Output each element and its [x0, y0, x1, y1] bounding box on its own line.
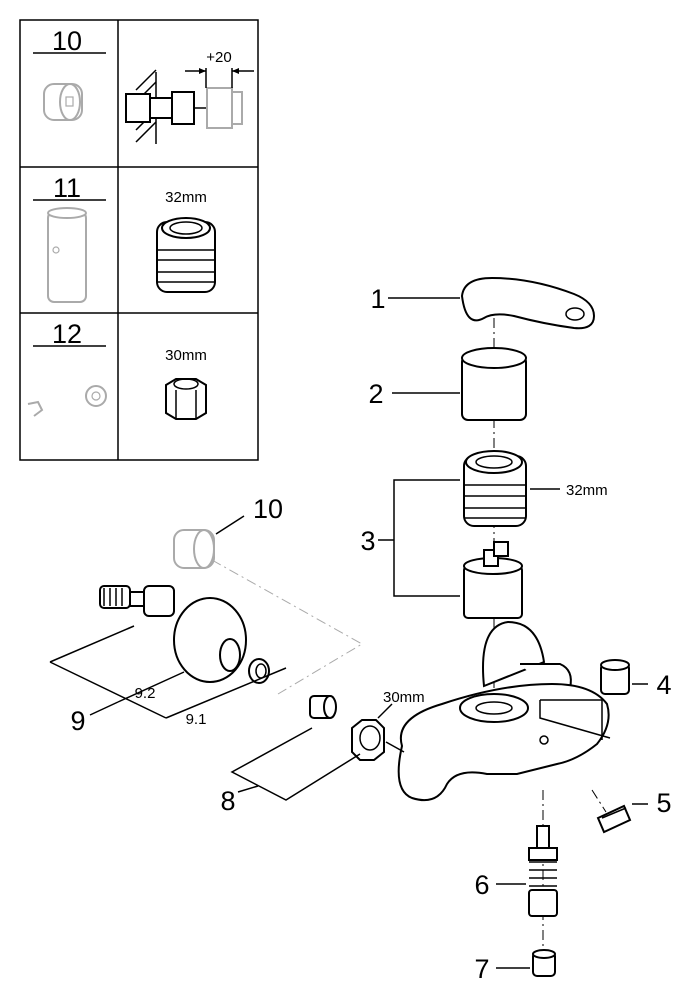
- cartridge: [463, 541, 523, 619]
- callout-nut-size: 30mm: [383, 689, 425, 706]
- extension-piece-icon: [43, 83, 83, 121]
- s-union-connector: [99, 585, 175, 617]
- callout-5: 5: [656, 788, 671, 818]
- cover-cap: [461, 347, 527, 421]
- callout-9: 9: [70, 706, 85, 736]
- union-nut: [351, 719, 385, 761]
- table-nut-size-label: 30mm: [165, 347, 207, 364]
- table-cartridge-size-label: 32mm: [165, 189, 207, 206]
- accessory-table: 10 +20 11 32mm: [19, 19, 259, 461]
- callout-2: 2: [368, 379, 383, 409]
- lever-handle: [460, 276, 596, 330]
- callout-7: 7: [474, 954, 489, 984]
- table-row-11-number: 11: [53, 173, 81, 203]
- callout-1: 1: [370, 284, 385, 314]
- callout-8: 8: [220, 786, 235, 816]
- extension-length-label: +20: [206, 49, 231, 66]
- diverter-valve: [528, 825, 558, 917]
- extension-piece-10: [173, 529, 215, 569]
- table-row-10-number: 10: [52, 26, 82, 56]
- wall-rosette: [173, 597, 247, 683]
- aerator: [596, 804, 632, 834]
- table-row-12-number: 12: [52, 319, 82, 349]
- callout-9-2: 9.2: [135, 685, 156, 702]
- cartridge-nut-icon: [156, 217, 216, 293]
- cap-4: [600, 659, 630, 695]
- threaded-fitting: [309, 695, 337, 719]
- callout-9-1: 9.1: [186, 711, 207, 728]
- extension-install-icon: +20: [125, 49, 254, 144]
- cartridge-nut: [463, 450, 527, 527]
- callout-10: 10: [253, 494, 283, 524]
- callout-3: 3: [360, 526, 375, 556]
- wrench-icon: [27, 385, 107, 417]
- callout-cartridge-size: 32mm: [566, 482, 608, 499]
- cap-7: [532, 949, 556, 977]
- cartridge-tool-icon: [47, 207, 87, 303]
- faucet-body: [397, 620, 610, 802]
- hex-nut-icon: [165, 378, 207, 420]
- callout-6: 6: [474, 870, 489, 900]
- callout-4: 4: [656, 670, 671, 700]
